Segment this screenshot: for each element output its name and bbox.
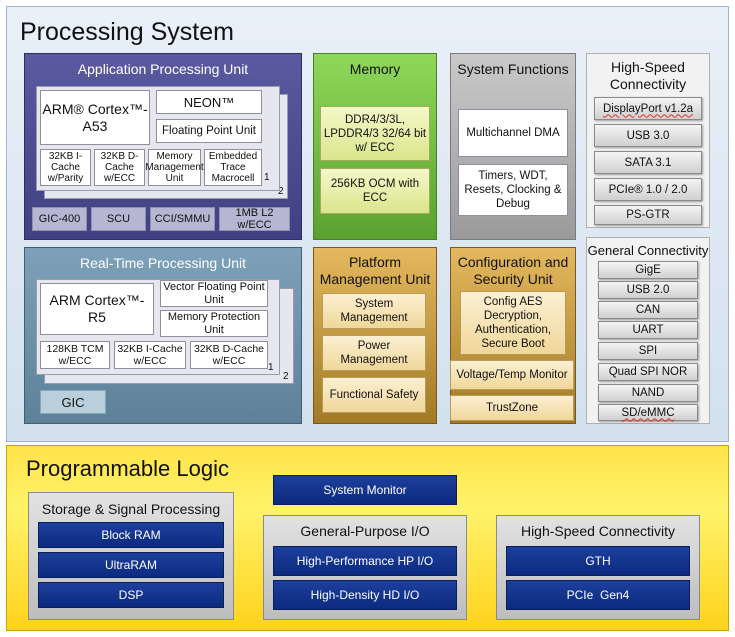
gth: GTH [506,546,690,576]
rpu-vfpu: Vector Floating Point Unit [160,280,268,307]
gige: GigE [598,261,698,279]
rpu-icache: 32KB I-Cache w/ECC [114,341,186,369]
pcie: PCIe® 1.0 / 2.0 [594,178,702,201]
displayport: DisplayPort v1.2a [594,97,702,120]
quad-spi-nor: Quad SPI NOR [598,363,698,381]
rpu-dcache: 32KB D-Cache w/ECC [190,341,268,369]
csu-config-aes: Config AES Decryption, Authentication, S… [460,291,566,355]
block-ram: Block RAM [38,522,224,548]
sd-emmc: SD/eMMC [598,404,698,421]
rpu-tcm: 128KB TCM w/ECC [40,341,110,369]
programmable-logic-title: Programmable Logic [26,456,229,481]
memory-title: Memory [349,61,401,77]
csu-title: Configuration and Security Unit [457,254,569,287]
rpu-arm-core: ARM Cortex™-R5 [40,283,154,335]
apu-cci-smmu: CCI/SMMU [150,207,215,231]
dsp: DSP [38,582,224,608]
nand: NAND [598,384,698,402]
apu-neon: NEON™ [156,90,262,114]
ps-gtr: PS-GTR [594,205,702,225]
pmu-title: Platform Management Unit [319,254,431,287]
rpu-title: Real-Time Processing Unit [80,255,246,271]
rpu-stack-label-2: 2 [283,371,289,382]
apu-scu: SCU [91,207,146,231]
pmu-system-management: System Management [322,293,426,329]
apu-mmu: Memory Management Unit [145,149,204,186]
hd-io: High-Density HD I/O [273,580,457,610]
apu-l2-cache: 1MB L2 w/ECC [219,207,290,231]
sata: SATA 3.1 [594,151,702,174]
system-functions-timers: Timers, WDT, Resets, Clocking & Debug [458,164,568,216]
system-monitor: System Monitor [273,475,457,505]
displayport-label: DisplayPort v1.2a [602,102,694,115]
apu-stack-label-2: 2 [278,186,284,197]
rpu-gic: GIC [40,390,106,414]
apu-gic400: GIC-400 [32,207,87,231]
apu-etm: Embedded Trace Macrocell [204,149,262,186]
gpio-title: General-Purpose I/O [300,523,430,539]
pl-high-speed-title: High-Speed Connectivity [520,523,676,539]
csu-voltage-temp: Voltage/Temp Monitor [450,360,574,390]
apu-arm-core: ARM® Cortex™-A53 [40,90,150,145]
apu-fpu: Floating Point Unit [156,119,262,143]
apu-icache: 32KB I-Cache w/Parity [40,149,91,186]
apu-stack-label-1: 1 [264,172,270,183]
spi: SPI [598,342,698,360]
apu-dcache: 32KB D-Cache w/ECC [94,149,145,186]
rpu-mpu: Memory Protection Unit [160,310,268,337]
csu-trustzone: TrustZone [450,395,574,421]
uart: UART [598,321,698,339]
sd-emmc-label: SD/eMMC [621,406,675,419]
system-functions-title: System Functions [457,61,569,77]
usb3: USB 3.0 [594,124,702,147]
memory-ocm: 256KB OCM with ECC [320,168,430,214]
storage-title: Storage & Signal Processing [41,501,221,517]
pmu-power-management: Power Management [322,335,426,371]
usb2: USB 2.0 [598,281,698,299]
system-functions-dma: Multichannel DMA [458,109,568,157]
ultraram: UltraRAM [38,552,224,578]
pcie-gen4: PCIe Gen4 [506,580,690,610]
can: CAN [598,301,698,319]
pmu-functional-safety: Functional Safety [322,377,426,413]
processing-system-title: Processing System [20,18,234,46]
general-connectivity-title: General Connectivity [587,243,709,258]
memory-ddr: DDR4/3/3L, LPDDR4/3 32/64 bit w/ ECC [320,106,430,161]
rpu-stack-label-1: 1 [268,362,274,373]
hp-io: High-Performance HP I/O [273,546,457,576]
apu-title: Application Processing Unit [77,61,249,77]
ps-high-speed-title: High-Speed Connectivity [609,59,687,92]
